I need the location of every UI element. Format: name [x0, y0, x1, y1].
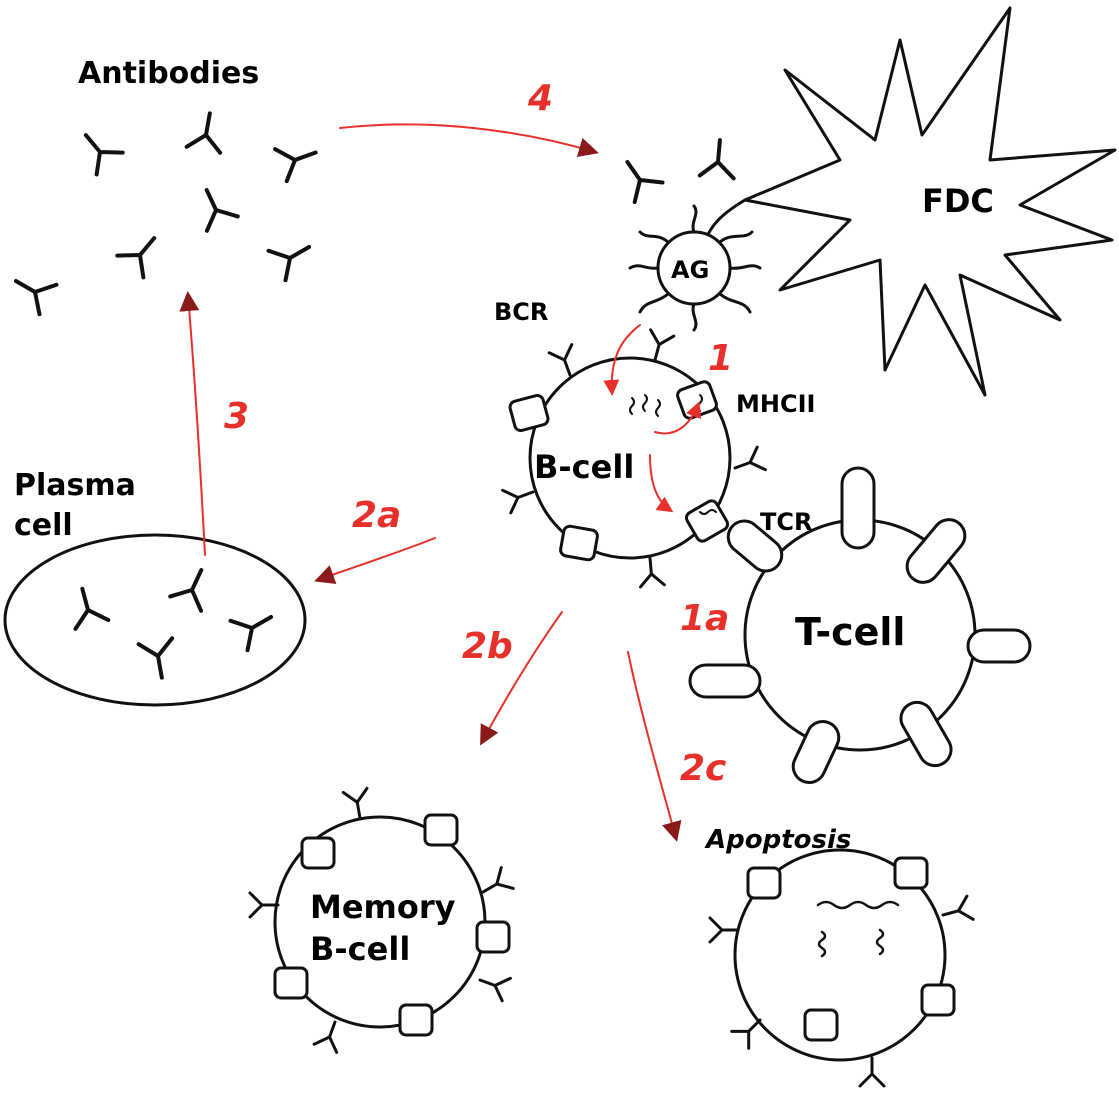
mhcii-receptor	[273, 966, 309, 1000]
step-label-1a: 1a	[680, 598, 729, 639]
bcr-receptor-icon	[729, 445, 767, 481]
fdc-dendrite	[703, 198, 747, 242]
tcr-receptor	[966, 628, 1032, 664]
antibody-icon	[266, 230, 320, 283]
step-label-3: 3	[224, 396, 249, 437]
peptide-fragment	[629, 397, 635, 415]
step-label-4: 4	[527, 78, 553, 119]
dna-fragment	[875, 928, 885, 956]
tcr-receptor	[791, 719, 841, 785]
dna-fragment	[816, 900, 900, 910]
tcr-receptor	[726, 519, 784, 573]
arrow-step-4	[339, 123, 599, 158]
arrow-step-2c	[627, 651, 682, 842]
mhcii-receptor	[746, 866, 782, 900]
step-label-2b: 2b	[462, 626, 513, 667]
antibody-icon	[5, 264, 59, 317]
label-t-cell: T-cell	[795, 610, 905, 654]
label-plasma: Plasma	[14, 468, 136, 503]
tcr-receptor	[840, 466, 876, 550]
label-tcr: TCR	[760, 508, 812, 536]
bcr-receptor-icon	[312, 1016, 348, 1054]
bcr-receptor-icon	[341, 786, 374, 822]
fdc-cell	[743, 6, 1117, 397]
peptide-fragment	[655, 399, 661, 417]
bcr-receptor-icon	[636, 555, 666, 589]
antigen	[628, 204, 762, 332]
antibody-icon	[189, 180, 240, 233]
label-memory-b-cell: B-cell	[310, 930, 410, 968]
label-mhcii: MHCII	[736, 390, 815, 418]
mhcii-receptor	[423, 813, 459, 847]
memory-b-cell	[248, 786, 515, 1054]
label-memory: Memory	[310, 888, 456, 926]
tcr-receptor	[905, 518, 967, 584]
antibody-icon	[273, 134, 324, 184]
label-antibodies: Antibodies	[78, 56, 259, 91]
peptide-fragment	[642, 394, 648, 412]
label-bcr: BCR	[494, 298, 548, 326]
mhcii-receptor	[475, 920, 511, 954]
t-cell	[688, 466, 1032, 785]
arrow-step-1-present	[654, 401, 701, 435]
step-label-2c: 2c	[680, 748, 726, 789]
dna-fragment	[817, 930, 827, 958]
arrow-step-1-uptake	[603, 324, 641, 396]
tcr-receptor	[688, 663, 762, 699]
bcr-receptor-icon	[708, 916, 740, 944]
step-label-2a: 2a	[352, 495, 401, 536]
bcr-receptor-icon	[501, 479, 539, 515]
peptide-fragment	[699, 509, 717, 515]
mhcii-receptor	[559, 524, 599, 562]
bcr-receptor-icon	[248, 891, 280, 919]
mhcii-receptor	[398, 1003, 434, 1037]
antibody-icon	[184, 108, 229, 155]
antibody-icon	[115, 225, 170, 280]
label-ag: AG	[671, 256, 709, 284]
mhcii-receptor	[803, 1008, 839, 1042]
step-label-1: 1	[708, 338, 733, 379]
label-plasma-cell: cell	[14, 508, 73, 543]
arrow-step-2b	[480, 611, 563, 746]
arrow-step-2a	[314, 537, 436, 585]
mhcii-receptor	[300, 836, 336, 870]
antibody-icon	[611, 150, 665, 205]
mhcii-receptor	[508, 393, 550, 433]
process-arrows	[179, 123, 701, 842]
captured-antibodies	[611, 136, 739, 205]
antibody-cluster	[5, 108, 324, 317]
mhcii-receptor	[684, 499, 730, 543]
bcr-receptor-icon	[474, 967, 512, 1003]
bcr-receptor-icon	[858, 1056, 886, 1088]
bcr-receptor-icon	[938, 894, 975, 929]
antibody-icon	[697, 136, 739, 181]
label-fdc: FDC	[922, 182, 994, 220]
tcr-receptor	[899, 700, 953, 768]
arrow-step-1a	[649, 454, 674, 513]
label-apoptosis: Apoptosis	[704, 825, 851, 855]
arrow-step-3	[179, 291, 206, 556]
apoptotic-cell	[708, 848, 975, 1088]
label-b-cell: B-cell	[534, 448, 634, 486]
plasma-cell	[3, 533, 307, 707]
mhcii-receptor	[920, 983, 956, 1017]
mhcii-receptor	[893, 856, 929, 890]
antibody-icon	[70, 122, 125, 177]
